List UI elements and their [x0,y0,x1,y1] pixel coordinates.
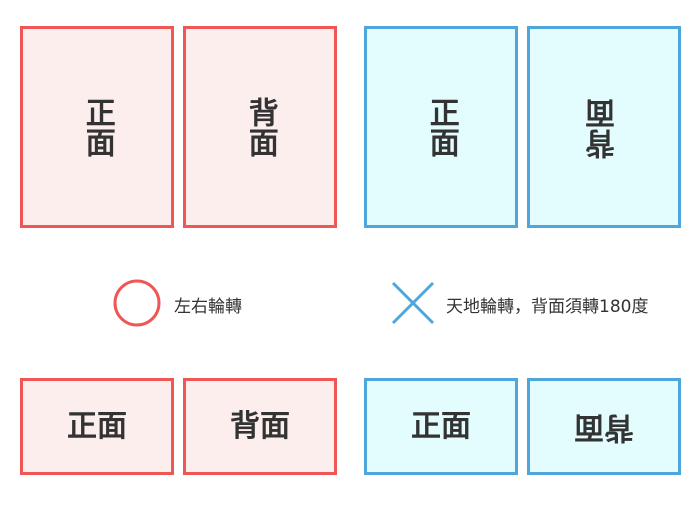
back-label: 背面 [242,97,278,157]
landscape-back-card-top-bottom-flipped: 背面 [527,378,681,475]
back-label: 背面 [230,408,290,444]
portrait-front-card-top-bottom: 正面 [364,26,518,228]
landscape-back-card-left-right: 背面 [183,378,337,475]
landscape-front-card-left-right: 正面 [20,378,174,475]
front-label: 正面 [79,97,115,157]
cross-icon [391,281,435,325]
landscape-front-card-top-bottom: 正面 [364,378,518,475]
back-label-rotated: 背面 [574,409,634,445]
circle-icon [113,279,161,327]
cross-legend-label: 天地輪轉，背面須轉180度 [446,297,649,317]
portrait-back-card-left-right: 背面 [183,26,337,228]
front-label: 正面 [67,408,127,444]
circle-legend-label: 左右輪轉 [174,297,242,317]
portrait-back-card-top-bottom-flipped: 背面 [527,26,681,228]
front-label: 正面 [423,97,459,157]
front-label: 正面 [411,408,471,444]
portrait-front-card-left-right: 正面 [20,26,174,228]
back-label-rotated: 背面 [586,99,622,159]
